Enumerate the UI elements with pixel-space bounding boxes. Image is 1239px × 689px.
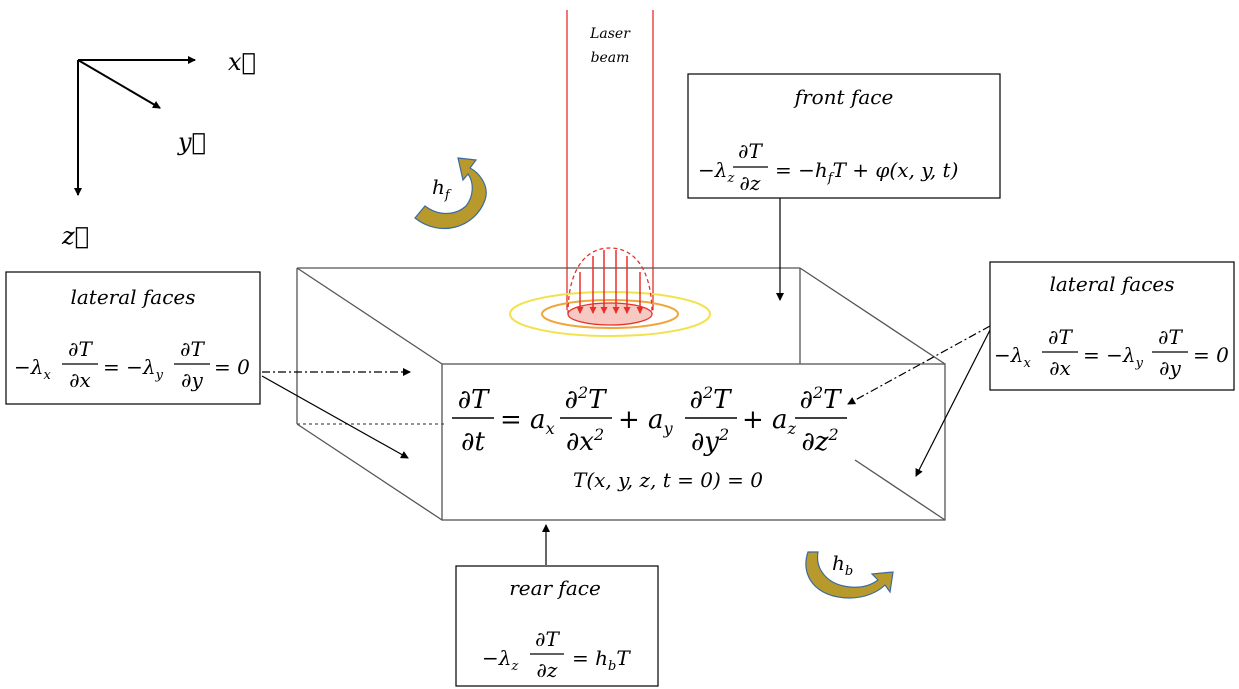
svg-text:∂T: ∂T bbox=[68, 337, 93, 361]
heat-spot bbox=[509, 247, 711, 337]
svg-text:∂T: ∂T bbox=[535, 627, 560, 651]
svg-text:∂y: ∂y bbox=[181, 368, 203, 392]
svg-text:∂2T: ∂2T bbox=[565, 383, 608, 415]
svg-text:∂T: ∂T bbox=[458, 385, 490, 415]
svg-text:∂T: ∂T bbox=[1158, 325, 1183, 349]
left-lateral-box: lateral faces −λx ∂T ∂x = −λy ∂T ∂y = 0 bbox=[5, 271, 261, 405]
block-front-face bbox=[441, 363, 946, 521]
svg-text:= 0: = 0 bbox=[1193, 343, 1229, 367]
coordinate-axes bbox=[74, 56, 196, 196]
svg-text:∂x: ∂x bbox=[69, 368, 91, 392]
svg-text:= −λy: = −λy bbox=[103, 355, 164, 383]
front-convection-arrow bbox=[414, 157, 487, 229]
y-axis-label: y⃗ bbox=[177, 128, 206, 156]
svg-text:∂T: ∂T bbox=[738, 139, 763, 163]
svg-text:∂z: ∂z bbox=[740, 171, 761, 195]
svg-text:∂T: ∂T bbox=[1048, 325, 1073, 349]
ring-mid bbox=[541, 299, 679, 329]
z-axis-label: z⃗ bbox=[61, 222, 89, 250]
svg-text:= ax: = ax bbox=[500, 405, 555, 438]
x-axis-label: x⃗ bbox=[228, 48, 256, 76]
front-convection-label: hf bbox=[432, 175, 452, 203]
gaussian-profile bbox=[567, 247, 653, 315]
svg-text:= −λy: = −λy bbox=[1083, 343, 1144, 371]
right-lateral-connector bbox=[915, 329, 991, 477]
rear-face-box: rear face −λz ∂T ∂z = hbT bbox=[455, 565, 659, 687]
svg-text:∂t: ∂t bbox=[461, 427, 485, 457]
svg-text:= 0: = 0 bbox=[214, 355, 250, 379]
right-lateral-title: lateral faces bbox=[1049, 272, 1174, 296]
sample-block bbox=[296, 267, 946, 521]
hidden-edge-diagonal bbox=[854, 459, 946, 521]
svg-text:= −hfT + φ(x, y, t): = −hfT + φ(x, y, t) bbox=[775, 158, 958, 186]
svg-text:∂T: ∂T bbox=[180, 337, 205, 361]
svg-text:∂2T: ∂2T bbox=[800, 383, 843, 415]
front-face-box: front face −λz ∂T ∂z = −hfT + φ(x, y, t) bbox=[687, 73, 1001, 199]
connectors bbox=[261, 198, 991, 565]
y-axis-arrow bbox=[77, 59, 161, 109]
svg-text:+ az: + az bbox=[742, 405, 797, 438]
svg-text:∂z: ∂z bbox=[537, 658, 558, 682]
laser-beam bbox=[566, 10, 654, 310]
rear-face-title: rear face bbox=[509, 576, 601, 600]
svg-text:∂y: ∂y bbox=[1159, 356, 1181, 380]
left-lateral-title: lateral faces bbox=[70, 285, 195, 309]
laser-label-line2: beam bbox=[591, 50, 630, 66]
svg-text:= hbT: = hbT bbox=[572, 646, 631, 674]
svg-text:∂x: ∂x bbox=[1049, 356, 1071, 380]
left-lateral-connector bbox=[261, 375, 409, 459]
right-lateral-connector-dashdot bbox=[847, 325, 991, 405]
front-face-title: front face bbox=[793, 85, 894, 109]
back-convection-label: hb bbox=[832, 551, 853, 579]
ring-outer bbox=[509, 291, 711, 337]
flux-arrows bbox=[576, 250, 644, 314]
initial-condition: T(x, y, z, t = 0) = 0 bbox=[573, 468, 763, 492]
laser-label-line1: Laser bbox=[589, 26, 631, 42]
back-convection-arrow bbox=[805, 551, 894, 599]
right-lateral-box: lateral faces −λx ∂T ∂x = −λy ∂T ∂y = 0 bbox=[989, 261, 1235, 391]
